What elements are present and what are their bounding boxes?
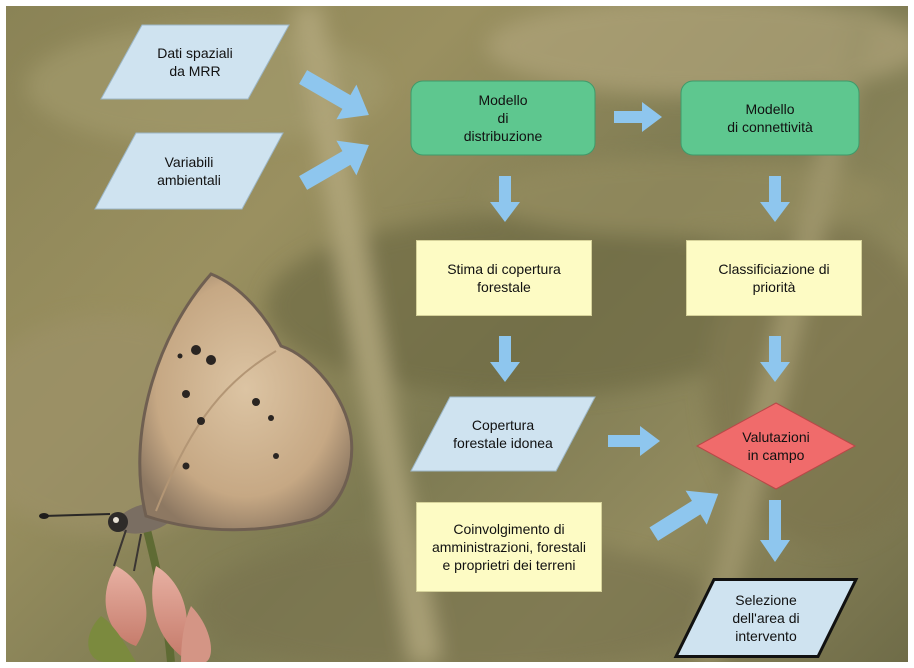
arrow-dati-to-modello xyxy=(299,70,369,120)
label-selezione-area: Selezione dell'area di intervento xyxy=(732,592,800,644)
node-classificazione-priorita: Classificiazione di priorità xyxy=(686,240,862,316)
label-copertura-idonea: Copertura forestale idonea xyxy=(453,417,553,451)
node-modello-connettivita: Modello di connettività xyxy=(680,80,860,156)
diagram-canvas: Dati spaziali da MRR Variabili ambiental… xyxy=(6,6,908,662)
node-stima-copertura: Stima di copertura forestale xyxy=(416,240,592,316)
node-copertura-idonea: Copertura forestale idonea xyxy=(410,396,596,472)
label-coinvolgimento: Coinvolgimento di amministrazioni, fores… xyxy=(431,521,587,573)
arrow-connettivita-to-classificazione xyxy=(760,176,790,222)
node-valutazioni-campo: Valutazioni in campo xyxy=(695,402,857,490)
arrow-valutazioni-to-selezione xyxy=(760,500,790,562)
arrow-distribuzione-to-connettivita xyxy=(614,102,662,132)
label-variabili-ambientali: Variabili ambientali xyxy=(157,154,221,188)
node-coinvolgimento: Coinvolgimento di amministrazioni, fores… xyxy=(416,502,602,592)
arrow-copertura-to-valutazioni xyxy=(608,426,660,456)
label-modello-connettivita: Modello di connettività xyxy=(727,101,813,135)
arrow-variabili-to-modello xyxy=(299,140,369,190)
label-valutazioni-campo: Valutazioni in campo xyxy=(742,429,810,463)
node-modello-distribuzione: Modello di distribuzione xyxy=(410,80,596,156)
label-modello-distribuzione: Modello di distribuzione xyxy=(463,92,543,144)
node-selezione-area: Selezione dell'area di intervento xyxy=(673,578,859,658)
node-dati-spaziali: Dati spaziali da MRR xyxy=(100,24,290,100)
label-classificazione-priorita: Classificiazione di priorità xyxy=(718,261,830,295)
arrow-classificazione-to-valutazioni xyxy=(760,336,790,382)
label-dati-spaziali: Dati spaziali da MRR xyxy=(157,45,233,79)
label-stima-copertura: Stima di copertura forestale xyxy=(447,261,561,295)
arrow-distribuzione-to-stima xyxy=(490,176,520,222)
node-variabili-ambientali: Variabili ambientali xyxy=(94,132,284,210)
arrow-coinvolgimento-to-valutazioni xyxy=(649,490,719,541)
arrow-stima-to-copertura xyxy=(490,336,520,382)
